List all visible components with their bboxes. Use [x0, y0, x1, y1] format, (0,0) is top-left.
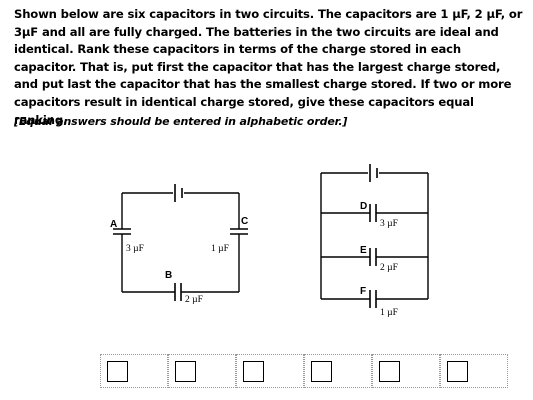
capacitor-e-label: E [360, 245, 367, 256]
capacitor-a-value: 3 µF [126, 244, 144, 254]
capacitor-b-value: 2 µF [185, 295, 203, 305]
capacitor-f-label: F [360, 286, 366, 297]
battery-2 [369, 164, 378, 182]
rank-box-6[interactable] [447, 361, 468, 382]
rank-box-3[interactable] [243, 361, 264, 382]
capacitor-d-value: 3 µF [380, 219, 398, 229]
circuit-series: A 3 µF C 1 µF B 2 µF [110, 184, 248, 305]
question-text: Shown below are six capacitors in two ci… [14, 7, 523, 127]
rank-slot-5[interactable] [372, 354, 440, 388]
capacitor-c-value: 1 µF [211, 244, 229, 254]
capacitor-c-label: C [241, 216, 248, 227]
rank-slot-4[interactable] [304, 354, 372, 388]
rank-box-5[interactable] [379, 361, 400, 382]
circuit-parallel: D 3 µF E 2 µF F 1 µF [320, 164, 429, 318]
capacitor-c [230, 228, 248, 235]
capacitor-e-value: 2 µF [380, 263, 398, 273]
battery-1 [174, 184, 183, 202]
capacitor-f-value: 1 µF [380, 308, 398, 318]
capacitor-b-label: B [165, 270, 172, 281]
capacitor-a-label: A [110, 219, 117, 230]
ranking-answer-row [0, 354, 533, 390]
rank-slot-1[interactable] [100, 354, 168, 388]
capacitor-a [113, 228, 131, 235]
capacitor-e [369, 248, 377, 266]
rank-slot-3[interactable] [236, 354, 304, 388]
rank-box-1[interactable] [107, 361, 128, 382]
answer-instruction: [Equal answers should be entered in alph… [14, 115, 348, 128]
capacitor-f [369, 290, 377, 308]
capacitor-b [174, 283, 182, 301]
rank-slot-2[interactable] [168, 354, 236, 388]
rank-box-2[interactable] [175, 361, 196, 382]
rank-box-4[interactable] [311, 361, 332, 382]
capacitor-d-label: D [360, 201, 367, 212]
rank-slot-6[interactable] [440, 354, 508, 388]
capacitor-d [369, 204, 377, 222]
